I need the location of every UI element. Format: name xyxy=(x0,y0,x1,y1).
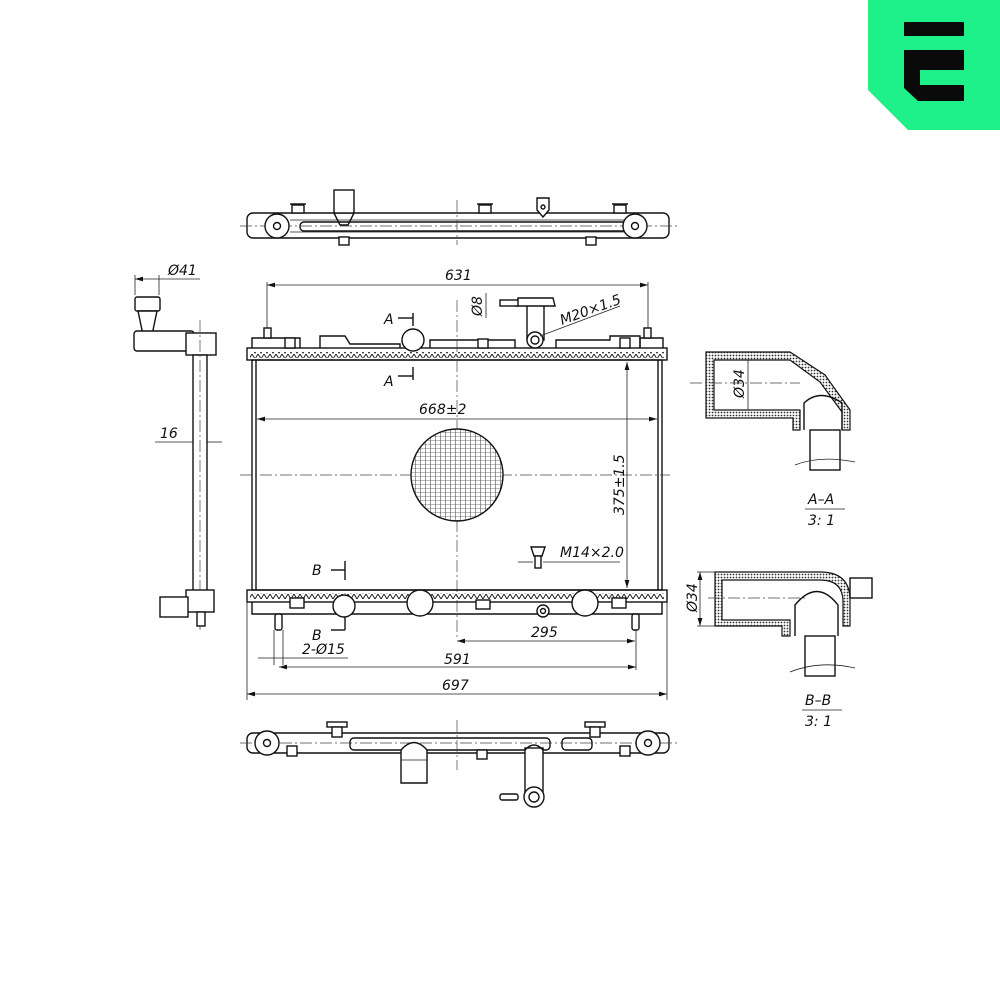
section-a-scale: 3: 1 xyxy=(808,513,835,529)
dim-core-width: 668±2 xyxy=(419,402,466,418)
dim-pin-diameter: 2-Ø15 xyxy=(302,642,345,658)
section-b-scale: 3: 1 xyxy=(805,714,832,730)
section-b-diameter: Ø34 xyxy=(685,583,701,613)
section-a-a: Ø34 A–A 3: 1 xyxy=(690,351,856,529)
top-view-upper-tank xyxy=(240,189,680,246)
section-marker-b-top: B xyxy=(312,563,322,579)
dim-vent-diameter: Ø8 xyxy=(470,296,486,317)
section-a-title: A–A xyxy=(807,492,834,508)
dim-core-thickness: 16 xyxy=(160,426,178,442)
section-marker-a-top: A xyxy=(383,312,394,328)
dim-pin-spacing: 591 xyxy=(444,652,471,668)
logo-bar-top xyxy=(904,22,964,36)
section-marker-b-bottom: B xyxy=(312,628,322,644)
dim-drain-thread: M14×2.0 xyxy=(560,545,624,561)
core-mesh-detail xyxy=(410,428,504,522)
section-a-diameter: Ø34 xyxy=(732,369,748,399)
logo-letter-e-icon xyxy=(904,50,964,101)
side-view: Ø41 16 xyxy=(133,263,222,630)
section-marker-a-bottom: A xyxy=(383,374,394,390)
front-view: 631 Ø8 M20×1.5 A A xyxy=(240,268,670,700)
dim-filler-neck-diameter: Ø41 xyxy=(167,263,197,279)
dim-width-top: 631 xyxy=(445,268,472,284)
dim-core-height: 375±1.5 xyxy=(612,454,628,515)
dim-cap-thread: M20×1.5 xyxy=(558,292,624,329)
bottom-view-lower-tank xyxy=(240,720,680,808)
dim-overall-width: 697 xyxy=(442,678,469,694)
dim-outlet-offset: 295 xyxy=(531,625,558,641)
section-b-b: Ø34 B–B 3: 1 xyxy=(685,571,873,730)
brand-logo xyxy=(868,0,1000,130)
section-b-title: B–B xyxy=(805,693,831,709)
